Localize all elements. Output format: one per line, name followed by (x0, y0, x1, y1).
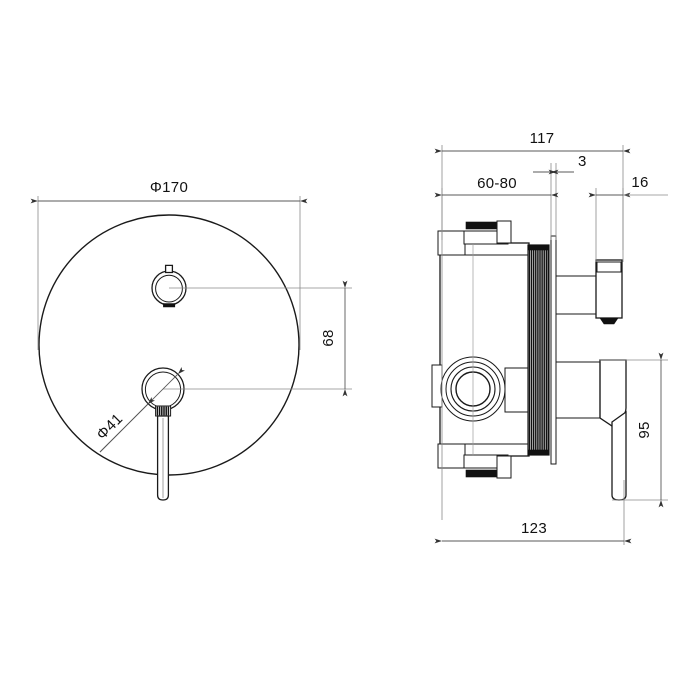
diverter-knob-side-cap (596, 261, 622, 273)
threaded-extension (527, 244, 550, 456)
lever-dia-dim-line-lower (99, 397, 155, 453)
finish-plate-edge (550, 235, 557, 465)
dimension-knob-spacing: 68 (163, 280, 352, 397)
diverter-knob-base-icon (163, 303, 176, 308)
valve-bottom-right-fitting (496, 455, 512, 479)
knob-spacing-label: 68 (320, 329, 337, 346)
escutcheon-label: 16 (631, 174, 648, 191)
body-length-label: 123 (521, 520, 547, 537)
diverter-knob-inner-ring (155, 274, 183, 303)
thread-hatch-icon (528, 246, 549, 454)
diverter-knob-tab-icon (164, 264, 174, 274)
dimension-wall-depth-range: 60-80 (434, 175, 559, 240)
wall-depth-label: 60-80 (477, 175, 517, 192)
side-view: 117 3 60-80 16 123 (431, 130, 668, 545)
plate-dia-label: Φ170 (150, 179, 188, 196)
dimension-plate-diameter: Φ170 (30, 179, 308, 350)
lever-hub-side (555, 361, 601, 419)
dimension-lever-height: 95 (600, 352, 668, 508)
thread-band-bottom-cap (527, 449, 550, 456)
valve-left-port (431, 364, 443, 408)
overall-depth-label: 117 (530, 130, 555, 147)
diverter-knob[interactable] (151, 264, 187, 308)
lever-height-label: 95 (636, 421, 653, 438)
diverter-knob-side-base-icon (599, 317, 619, 325)
valve-body (431, 220, 532, 479)
valve-outlet-boss (440, 356, 506, 422)
valve-right-port (504, 367, 532, 413)
thread-band-top-cap (527, 244, 550, 251)
valve-bottom-left-fitting (437, 443, 466, 469)
dimension-body-length: 123 (434, 480, 632, 545)
dimension-escutcheon-depth: 16 (588, 174, 668, 262)
lever-collar-knurl-icon (156, 406, 170, 416)
diverter-hub-side (555, 275, 597, 315)
diverter-knob-side[interactable] (555, 259, 623, 325)
dimension-plate-thickness: 3 (533, 153, 587, 240)
valve-top-right-fitting (496, 220, 512, 244)
front-view: Φ170 68 Φ41 (30, 179, 352, 501)
valve-body-main (439, 242, 530, 457)
plate-thickness-label: 3 (578, 153, 587, 170)
